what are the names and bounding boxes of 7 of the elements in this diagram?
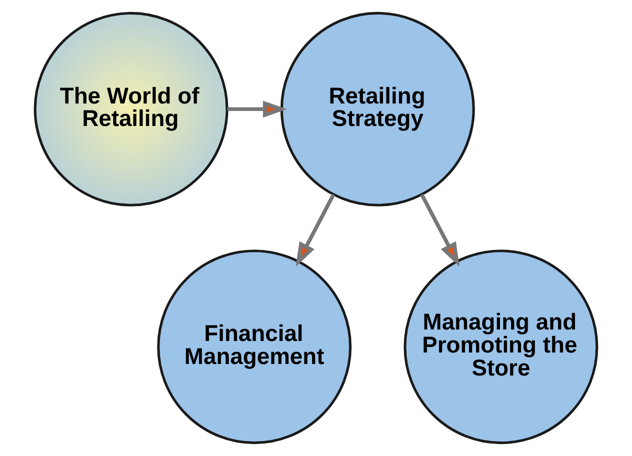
arrow <box>227 100 288 118</box>
node-circle: Managing and Promoting the Store <box>404 250 598 444</box>
node-circle: The World of Retailing <box>34 12 228 206</box>
node-circle: Retailing Strategy <box>280 12 475 206</box>
arrow <box>420 194 460 267</box>
node-circle: Financial Management <box>157 250 352 444</box>
arrow <box>296 194 336 267</box>
